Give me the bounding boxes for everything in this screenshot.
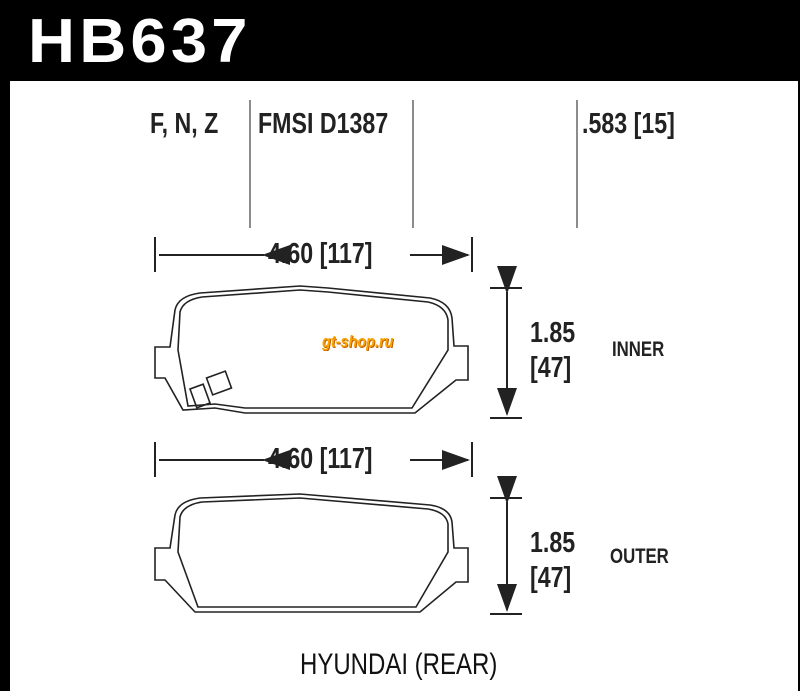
fmsi-number: FMSI D1387 (258, 108, 389, 140)
outer-width: 4.60 [117] (268, 443, 373, 475)
thickness: .583 [15] (582, 108, 675, 140)
vehicle-label: HYUNDAI (REAR) (300, 648, 498, 681)
compounds: F, N, Z (150, 108, 219, 140)
part-number: HB637 (28, 7, 252, 76)
inner-width: 4.60 [117] (268, 238, 373, 270)
outer-height-mm: [47] (530, 562, 572, 594)
outer-height: 1.85 (530, 527, 576, 559)
outer-pad-outline (154, 493, 469, 613)
watermark-logo: gt-shop.ru (322, 332, 394, 351)
right-border (798, 0, 800, 691)
inner-height: 1.85 (530, 317, 576, 349)
inner-pad-outline (154, 285, 469, 414)
inner-height-mm: [47] (530, 352, 572, 384)
inner-label: INNER (612, 338, 665, 361)
outer-label: OUTER (610, 545, 669, 568)
header-bar (0, 0, 800, 81)
left-border (0, 0, 10, 691)
